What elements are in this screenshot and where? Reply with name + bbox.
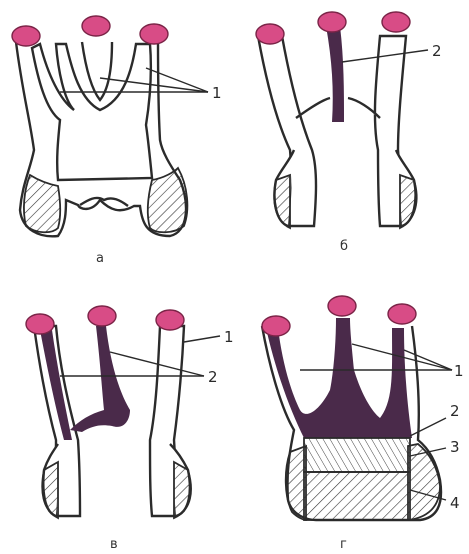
panel-b-orifice-1 [256,24,284,44]
panel-d-label-4: 4 [450,494,460,512]
panel-d-layer-3 [304,438,410,472]
panel-b-crown-right-hatch [400,175,417,228]
panel-c: 1 2 в [26,306,234,552]
panel-b: 2 б [256,12,442,254]
panel-c-orifice-3 [156,310,184,330]
panel-a-caption: а [96,251,104,266]
panel-d-label-1: 1 [454,362,464,380]
panel-c-filling-center [70,326,130,432]
panel-d-orifice-3 [388,304,416,324]
panel-d-label-2: 2 [450,402,460,420]
panel-a-orifice-2 [82,16,110,36]
panel-a: 1 а [12,16,222,266]
panel-d-orifice-2 [328,296,356,316]
panel-c-crown-left-hatch [42,462,58,518]
panel-b-orifice-2 [318,12,346,32]
panel-c-leader-1 [184,336,220,342]
panel-a-orifice-3 [140,24,168,44]
panel-c-orifice-1 [26,314,54,334]
panel-c-label-2: 2 [208,368,218,386]
panel-b-crown-left-hatch [274,175,290,228]
panel-c-label-1: 1 [224,328,234,346]
panel-d-orifice-1 [262,316,290,336]
panel-a-orifice-1 [12,26,40,46]
panel-b-filling-center [326,26,344,122]
panel-d-crown-left-hatch [286,446,306,520]
panel-d-caption: г [340,537,347,552]
panel-b-orifice-3 [382,12,410,32]
panel-b-label-2: 2 [432,42,442,60]
panel-d-layer-4 [304,472,410,520]
panel-c-crown-right-hatch [174,462,191,518]
panel-a-label-1: 1 [212,84,222,102]
panel-c-orifice-2 [88,306,116,326]
panel-d-label-3: 3 [450,438,460,456]
panel-c-caption: в [110,537,118,552]
panel-d: 1 2 3 4 г [262,296,464,552]
panel-b-caption: б [340,239,348,254]
